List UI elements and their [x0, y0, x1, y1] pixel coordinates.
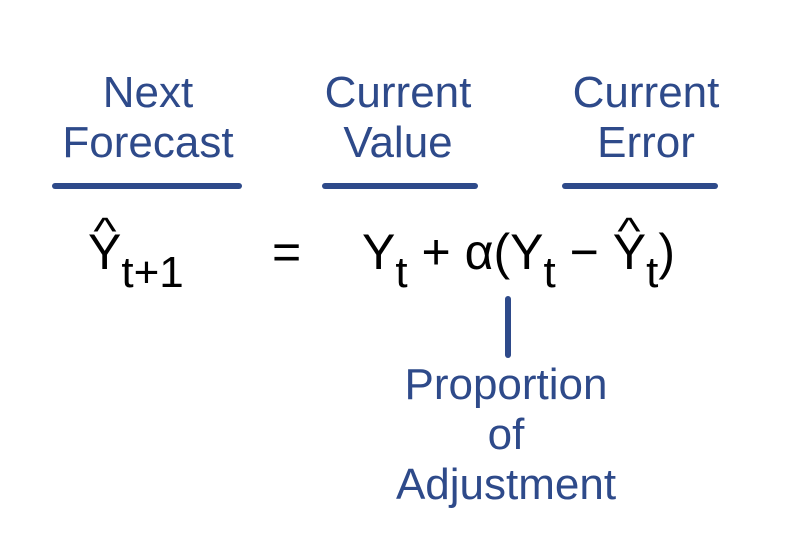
term1-y: Y: [362, 224, 396, 280]
term3-y-hat: Y: [613, 222, 646, 282]
proportion-line2: of: [487, 410, 525, 459]
current-error-line2: Error: [597, 118, 695, 167]
term2-y: Y: [510, 224, 544, 280]
next-forecast-underline: [52, 183, 242, 189]
lhs-y-hat: Y: [88, 222, 121, 282]
current-value-line1: Current: [324, 68, 472, 117]
current-value-line2: Value: [343, 118, 453, 167]
term2-subscript: t: [543, 248, 556, 297]
equals-sign: =: [272, 224, 302, 280]
equation: Yt+1: [88, 222, 184, 297]
lhs-subscript: t+1: [121, 248, 184, 297]
plus-alpha: + α(: [421, 224, 511, 280]
term3-subscript: t: [646, 248, 659, 297]
term1-subscript: t: [395, 248, 408, 297]
equation-rhs: Yt + α(Yt − Yt): [362, 222, 676, 297]
next-forecast-label: Next Forecast: [18, 68, 278, 168]
current-value-label: Current Value: [268, 68, 528, 168]
current-error-underline: [562, 183, 718, 189]
proportion-label: Proportion of Adjustment: [376, 360, 636, 510]
proportion-line3: Adjustment: [395, 460, 617, 509]
current-error-line1: Current: [572, 68, 720, 117]
close-paren: ): [658, 224, 676, 280]
current-value-underline: [322, 183, 478, 189]
next-forecast-line2: Forecast: [62, 118, 234, 167]
current-error-label: Current Error: [516, 68, 776, 168]
proportion-line1: Proportion: [404, 360, 608, 409]
minus-sign: −: [569, 224, 599, 280]
next-forecast-line1: Next: [102, 68, 194, 117]
alpha-connector-line: [505, 296, 511, 358]
